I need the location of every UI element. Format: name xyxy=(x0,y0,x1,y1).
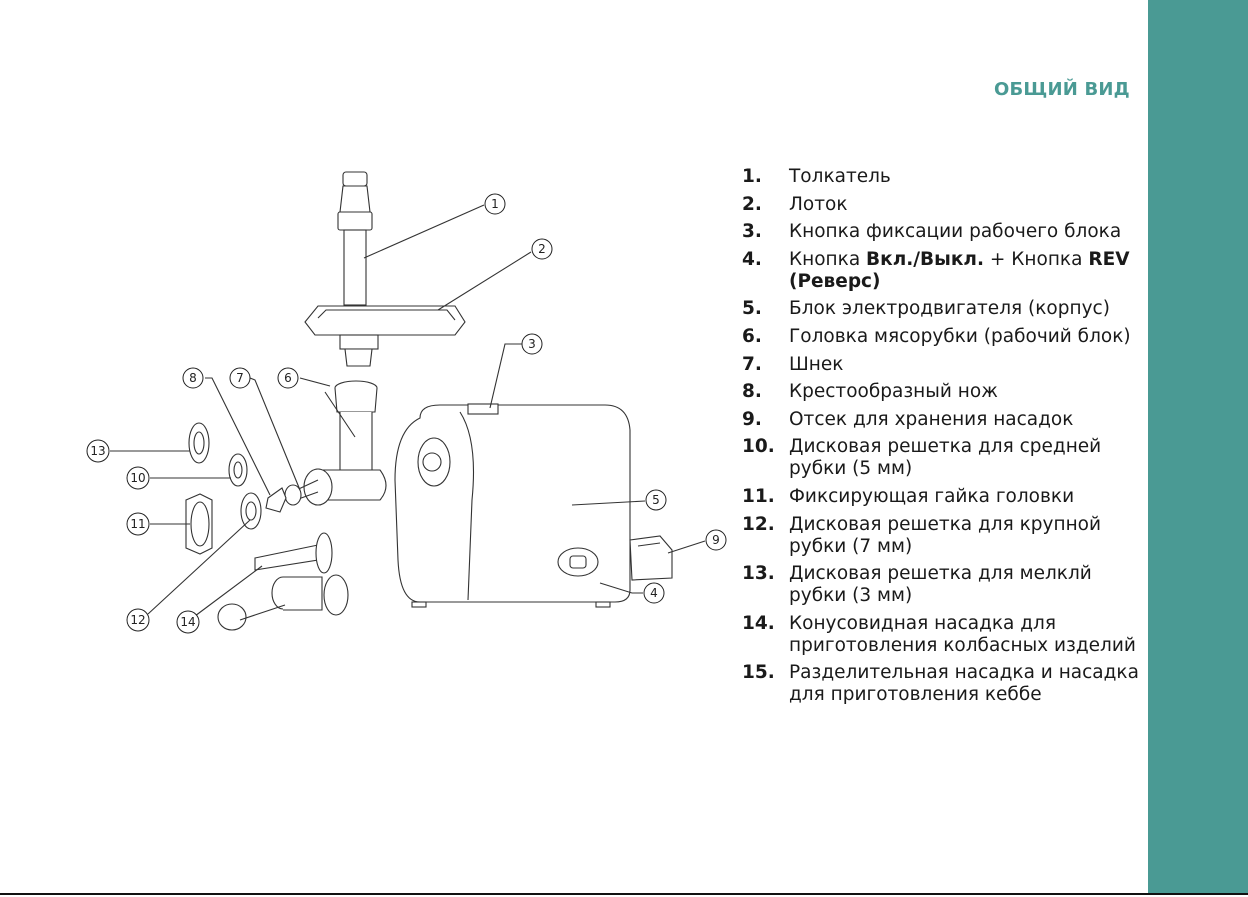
sausage-attachment xyxy=(254,532,333,574)
reverse-button-label: REV (Реверс) xyxy=(789,248,1130,292)
part-item-13: 13. Дисковая решетка для мелклй рубки (3 … xyxy=(742,563,1142,607)
callout-label: 4 xyxy=(650,586,658,600)
part-label: Головка мясорубки (рабочий блок) xyxy=(789,325,1131,347)
callout-3: 3 xyxy=(521,333,543,355)
fixing-nut xyxy=(185,493,213,555)
power-button-label: Вкл./Выкл. xyxy=(866,248,985,270)
part-label: Отсек для хранения насадок xyxy=(789,408,1074,430)
part-label: Шнек xyxy=(789,353,844,375)
part-label: Крестообразный нож xyxy=(789,381,998,403)
part-number: 11. xyxy=(742,485,775,507)
callout-4: 4 xyxy=(643,582,665,604)
parts-list: 1. Толкатель 2. Лоток 3. Кнопка фиксации ра… xyxy=(742,166,1142,712)
callout-10: 10 xyxy=(126,466,150,490)
part-item-8: 8. Крестообразный нож xyxy=(742,381,1142,403)
leader-lines xyxy=(110,204,706,621)
part-item-5: 5. Блок электродвигателя (корпус) xyxy=(742,298,1142,320)
part-label: Разделительная насадка и насадка для при… xyxy=(789,662,1139,706)
callout-11: 11 xyxy=(126,512,150,536)
part-number: 3. xyxy=(742,221,762,243)
callout-label: 12 xyxy=(130,613,145,627)
page-title: ОБЩИЙ ВИД xyxy=(994,79,1130,100)
cutting-disc-3mm xyxy=(188,422,210,464)
part-number: 10. xyxy=(742,436,775,458)
callout-label: 6 xyxy=(284,371,292,385)
part-item-12: 12. Дисковая решетка для крупной рубки (7… xyxy=(742,514,1142,558)
part-label: Фиксирующая гайка головки xyxy=(789,485,1075,507)
tray xyxy=(304,305,466,367)
callout-9: 9 xyxy=(705,529,727,551)
cutting-disc-7mm xyxy=(240,492,262,530)
callout-2: 2 xyxy=(531,238,553,260)
part-label: Дисковая решетка для мелклй рубки (3 мм) xyxy=(789,563,1092,607)
callout-label: 8 xyxy=(189,371,197,385)
part-label: Кнопка фиксации рабочего блока xyxy=(789,221,1122,243)
callout-5: 5 xyxy=(645,489,667,511)
part-number: 6. xyxy=(742,325,762,347)
part-item-15: 15. Разделительная насадка и насадка для … xyxy=(742,662,1142,706)
callout-label: 5 xyxy=(652,493,660,507)
motor-housing xyxy=(394,403,673,608)
bottom-rule xyxy=(0,893,1248,895)
callout-label: 9 xyxy=(712,533,720,547)
part-item-4: 4. Кнопка Вкл./Выкл. + Кнопка REV (Реверс… xyxy=(742,249,1142,293)
callout-label: 2 xyxy=(538,242,546,256)
callout-label: 11 xyxy=(130,517,145,531)
part-number: 15. xyxy=(742,662,775,684)
auger xyxy=(284,468,333,506)
part-number: 4. xyxy=(742,248,762,270)
part-label: Блок электродвигателя (корпус) xyxy=(789,298,1110,320)
callout-14: 14 xyxy=(176,610,200,634)
callout-label: 7 xyxy=(236,371,244,385)
callout-1: 1 xyxy=(484,193,506,215)
part-number: 12. xyxy=(742,513,775,535)
part-item-7: 7. Шнек xyxy=(742,354,1142,376)
part-number: 1. xyxy=(742,166,762,187)
part-label-mid: + Кнопка xyxy=(984,248,1089,270)
accent-sidebar xyxy=(1148,0,1248,895)
cross-knife xyxy=(265,487,287,513)
part-item-2: 2. Лоток xyxy=(742,194,1142,216)
callout-13: 13 xyxy=(86,439,110,463)
part-number: 2. xyxy=(742,193,762,215)
pusher xyxy=(337,171,373,306)
part-number: 5. xyxy=(742,298,762,320)
part-label: Толкатель xyxy=(789,166,891,187)
callout-label: 10 xyxy=(130,471,145,485)
part-number: 9. xyxy=(742,408,762,430)
part-number: 8. xyxy=(742,381,762,403)
part-item-6: 6. Головка мясорубки (рабочий блок) xyxy=(742,326,1142,348)
callout-label: 3 xyxy=(528,337,536,351)
part-item-9: 9. Отсек для хранения насадок xyxy=(742,409,1142,431)
part-number: 7. xyxy=(742,353,762,375)
part-label-pre: Кнопка xyxy=(789,248,867,270)
part-label: Дисковая решетка для средней рубки (5 мм… xyxy=(789,436,1102,480)
diagram-svg: 1 2 3 4 5 6 7 8 9 10 11 12 13 14 xyxy=(86,171,727,634)
part-label: Конусовидная насадка для приготовления к… xyxy=(789,612,1136,656)
part-item-10: 10. Дисковая решетка для средней рубки (5… xyxy=(742,436,1142,480)
part-item-3: 3. Кнопка фиксации рабочего блока xyxy=(742,221,1142,243)
callout-8: 8 xyxy=(182,367,204,389)
grinder-head xyxy=(307,380,387,502)
part-item-1: 1. Толкатель xyxy=(742,166,1142,188)
callout-label: 14 xyxy=(180,615,195,629)
callout-label: 13 xyxy=(90,444,105,458)
part-label: Дисковая решетка для крупной рубки (7 мм… xyxy=(789,513,1102,557)
part-item-14: 14. Конусовидная насадка для приготовлени… xyxy=(742,613,1142,657)
callout-6: 6 xyxy=(277,367,299,389)
part-item-11: 11. Фиксирующая гайка головки xyxy=(742,486,1142,508)
part-label: Лоток xyxy=(789,193,848,215)
callout-7: 7 xyxy=(229,367,251,389)
cutting-disc-5mm xyxy=(228,453,248,487)
part-number: 13. xyxy=(742,563,775,585)
kebbe-attachment xyxy=(217,574,349,631)
callout-12: 12 xyxy=(126,608,150,632)
callout-label: 1 xyxy=(491,197,499,211)
part-label: Кнопка Вкл./Выкл. + Кнопка REV (Реверс) xyxy=(789,249,1142,293)
part-number: 14. xyxy=(742,612,775,634)
exploded-view-diagram: 1 2 3 4 5 6 7 8 9 10 11 12 13 14 xyxy=(80,160,740,660)
